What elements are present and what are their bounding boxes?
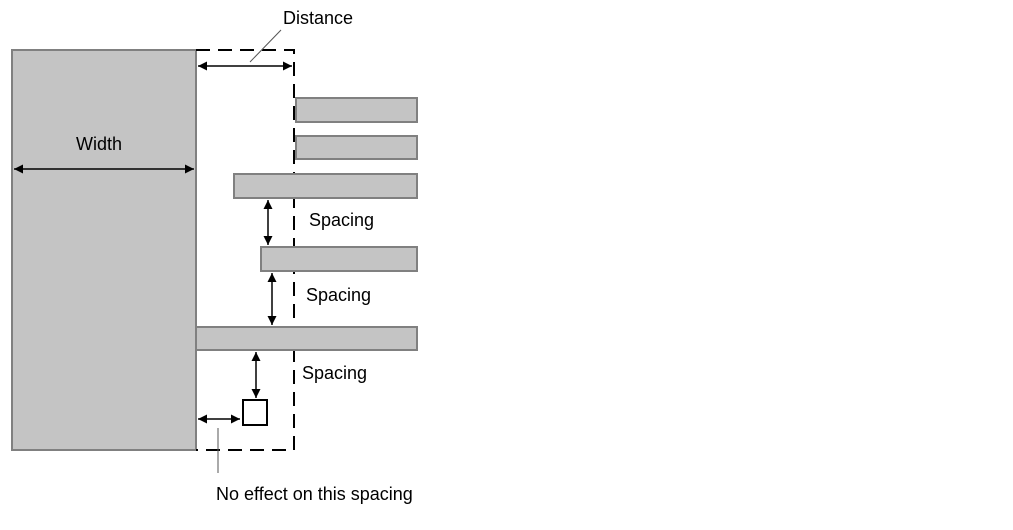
item-bar-3 xyxy=(233,173,418,199)
width-label: Width xyxy=(76,134,122,154)
no-effect-label: No effect on this spacing xyxy=(216,484,413,504)
distance-label: Distance xyxy=(283,8,353,28)
item-bar-5 xyxy=(195,326,418,351)
small-item-square xyxy=(242,399,268,426)
item-bar-1 xyxy=(295,97,418,123)
item-bar-4 xyxy=(260,246,418,272)
item-bar-2 xyxy=(295,135,418,160)
distance-leader xyxy=(249,29,282,63)
spacing-label-1: Spacing xyxy=(309,210,374,230)
main-panel xyxy=(11,49,197,451)
spacing-label-2: Spacing xyxy=(306,285,371,305)
spacing-label-3: Spacing xyxy=(302,363,367,383)
